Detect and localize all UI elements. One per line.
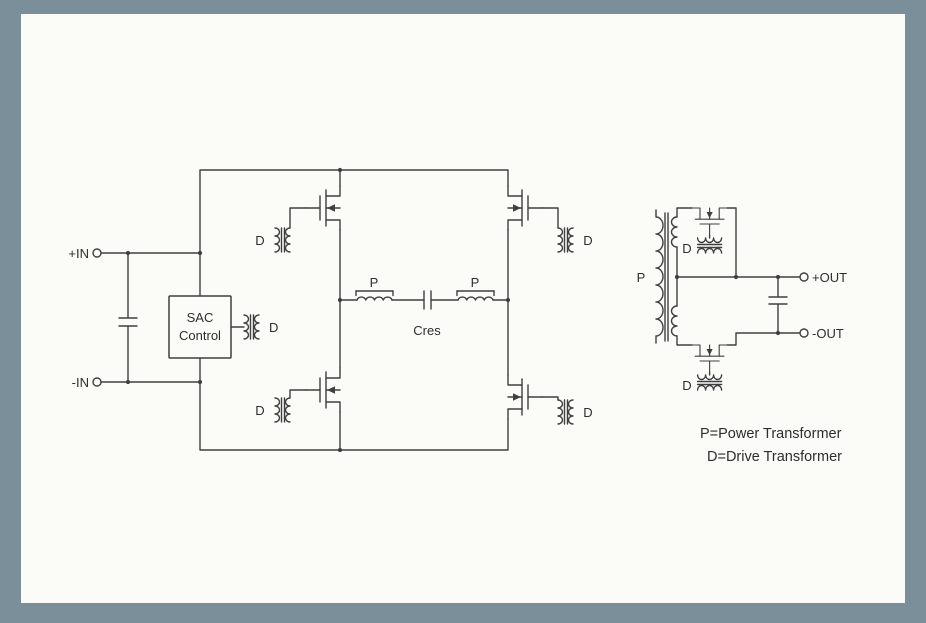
terminal-out-positive [799, 272, 809, 282]
legend-power-transformer: P=Power Transformer [700, 426, 842, 442]
label-power-right: P [471, 275, 480, 290]
label-in-negative: -IN [72, 375, 89, 390]
label-drive-top-left: D [255, 233, 264, 248]
label-power-left: P [370, 275, 379, 290]
label-drive-bottom-left: D [255, 403, 264, 418]
label-drive-bottom-right: D [583, 405, 592, 420]
terminal-in-positive [92, 248, 102, 258]
label-out-negative: -OUT [812, 326, 844, 341]
label-drive-out-top: D [682, 241, 691, 256]
label-sac-line1: SAC [187, 310, 214, 325]
sac-control-box [168, 295, 232, 359]
output-transformer-primary [655, 209, 664, 344]
output-transformer-core [664, 212, 669, 342]
junction-dots [125, 167, 781, 453]
label-in-positive: +IN [68, 246, 89, 261]
label-out-positive: +OUT [812, 270, 847, 285]
output-transformer-secondary [670, 216, 678, 337]
output-capacitor [768, 276, 788, 334]
label-drive-top-right: D [583, 233, 592, 248]
label-cres: Cres [413, 323, 441, 338]
label-drive-sac: D [269, 320, 278, 335]
canvas [21, 14, 905, 603]
legend-drive-transformer: D=Drive Transformer [707, 449, 842, 465]
terminal-in-negative [92, 377, 102, 387]
label-sac-line2: Control [179, 328, 221, 343]
label-drive-out-bottom: D [682, 378, 691, 393]
label-power-output: P [637, 270, 646, 285]
gate-wiring [230, 207, 559, 401]
terminal-out-negative [799, 328, 809, 338]
resonant-capacitor [423, 290, 432, 310]
input-wiring [100, 252, 201, 383]
